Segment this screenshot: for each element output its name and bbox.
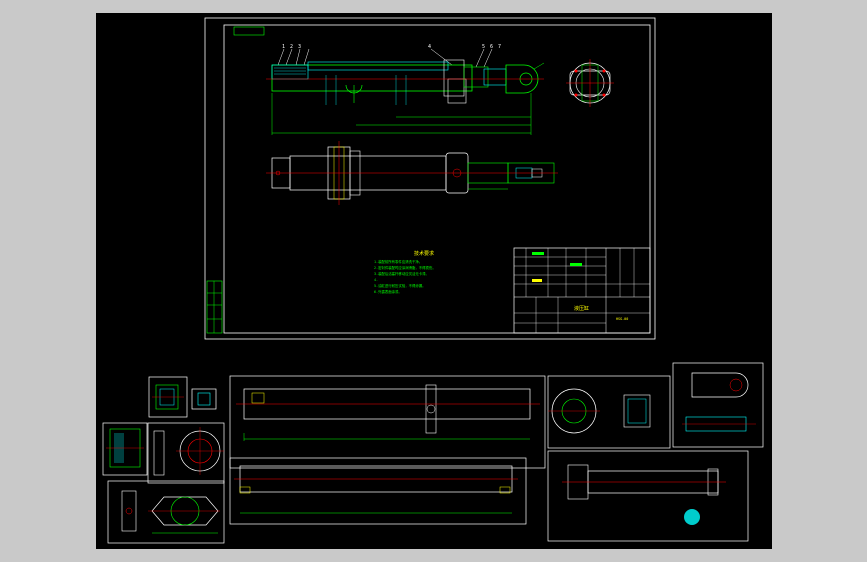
callout-6: 6 — [490, 44, 493, 50]
part-drawing-rod-eye — [672, 362, 764, 448]
part-drawing-barrel — [229, 375, 546, 469]
part-drawing-flange — [147, 422, 225, 484]
end-view — [566, 59, 614, 107]
title-block: 液压缸 HSG-00 — [513, 247, 651, 334]
note-line-5: 5.油缸进行耐压试验，不得渗漏。 — [374, 283, 426, 288]
title-block-drawing-title: 液压缸 — [574, 305, 589, 312]
callout-5: 5 — [482, 44, 485, 50]
drawing-canvas[interactable]: 1 2 3 4 5 6 7 — [96, 13, 772, 549]
note-line-6: 6.外露表面涂漆。 — [374, 289, 402, 294]
callout-2: 2 — [290, 44, 293, 50]
notes-title: 技术要求 — [414, 250, 434, 257]
sheet-inner-frame — [223, 24, 651, 334]
cylinder-top-view — [266, 141, 558, 205]
part-drawing-small-1 — [148, 376, 188, 418]
note-line-4: 4. — [374, 278, 378, 282]
cylinder-section-view — [266, 59, 545, 135]
part-drawing-section — [102, 422, 148, 476]
sheet-border — [204, 17, 656, 340]
note-line-3: 3.装配后活塞杆移动应灵活无卡滞。 — [374, 271, 429, 276]
part-drawing-small-2 — [191, 388, 217, 410]
part-drawing-end-cap — [547, 375, 671, 449]
note-line-2: 2.密封件装配时应涂润滑脂，不得损伤。 — [374, 265, 436, 270]
part-drawing-rod — [229, 457, 527, 525]
callout-1: 1 — [282, 44, 285, 50]
side-revision-bar — [206, 280, 223, 334]
title-block-drawing-code: HSG-00 — [616, 317, 628, 321]
callout-4: 4 — [428, 44, 431, 50]
leader-callouts: 1 2 3 4 5 6 7 — [277, 44, 501, 68]
part-drawing-clevis — [107, 480, 225, 544]
technical-notes: 技术要求 1.装配前所有零件应清洗干净。 2.密封件装配时应涂润滑脂，不得损伤。… — [374, 250, 436, 294]
callout-7: 7 — [498, 44, 501, 50]
note-line-1: 1.装配前所有零件应清洗干净。 — [374, 259, 422, 264]
cad-drawing: 1 2 3 4 5 6 7 — [102, 17, 764, 544]
sheet-stamp-box — [233, 26, 265, 36]
callout-3: 3 — [298, 44, 301, 50]
assembly-sheet: 1 2 3 4 5 6 7 — [204, 17, 656, 340]
part-drawing-piston — [547, 450, 749, 542]
